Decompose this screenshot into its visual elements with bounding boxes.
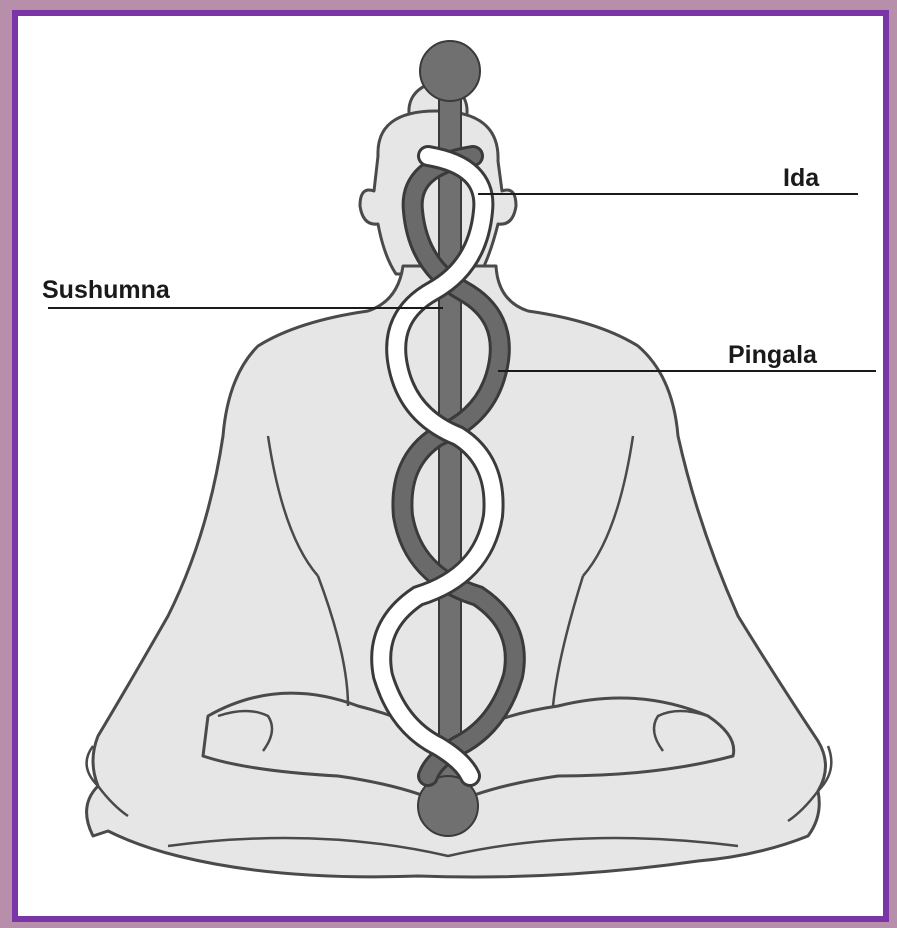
ida-label: Ida [783,164,819,193]
sushumna-label: Sushumna [42,276,170,305]
crown-node [420,41,480,101]
pingala-label: Pingala [728,341,817,370]
diagram-panel: Ida Sushumna Pingala [12,10,889,922]
nadi-diagram [18,16,883,916]
